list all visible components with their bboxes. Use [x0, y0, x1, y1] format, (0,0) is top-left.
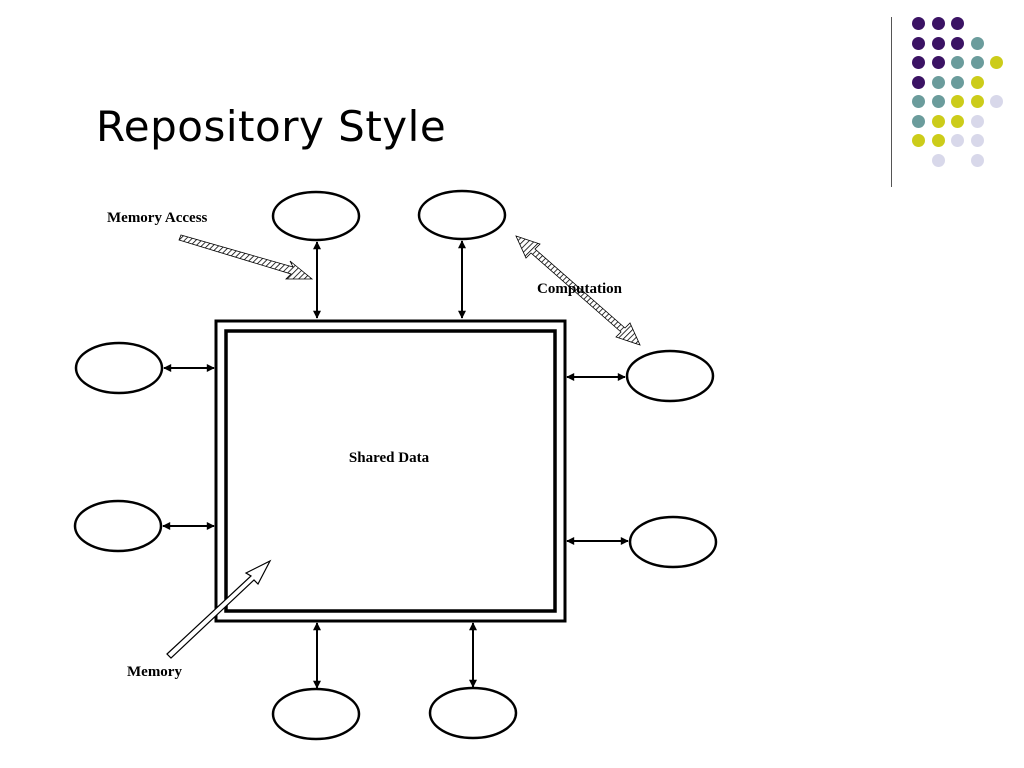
- decorative-dot: [951, 17, 964, 30]
- decorative-dot: [951, 75, 964, 89]
- decorative-dot: [912, 17, 925, 30]
- computation-node-left-lower: [73, 499, 163, 553]
- decorative-dot: [970, 56, 984, 69]
- decorative-dot: [931, 134, 945, 147]
- decorative-dot: [951, 95, 964, 108]
- decorative-dot: [912, 75, 925, 89]
- decorative-dot: [990, 95, 1003, 108]
- shared-data-inner-border: [224, 329, 557, 613]
- decorative-divider-line: [891, 17, 892, 187]
- decorative-dot: [931, 17, 945, 30]
- slide-title: Repository Style: [96, 102, 447, 151]
- decorative-dot: [951, 114, 964, 128]
- computation-node-right-lower: [628, 515, 718, 569]
- decorative-dot: [931, 114, 945, 128]
- decorative-dot: [951, 36, 964, 50]
- computation-node-top-right: [417, 189, 507, 241]
- memory-pointer-arrow: [166, 559, 272, 659]
- computation-node-right-upper: [625, 349, 715, 403]
- memory-label: Memory: [127, 664, 182, 680]
- memory-access-pointer-arrow: [178, 234, 314, 280]
- decorative-dot: [970, 75, 984, 89]
- decorative-dot: [931, 56, 945, 69]
- decorative-dot: [970, 134, 984, 147]
- decorative-dot: [970, 153, 984, 167]
- decorative-dot: [970, 114, 984, 128]
- decorative-dot: [951, 134, 964, 147]
- computation-node-left-upper: [74, 341, 164, 395]
- computation-label: Computation: [537, 281, 623, 297]
- decorative-dot: [912, 114, 925, 128]
- computation-pointer-arrow: [515, 235, 641, 346]
- decorative-dot: [931, 153, 945, 167]
- decorative-dot: [912, 134, 925, 147]
- computation-node-top-left: [271, 190, 361, 242]
- decorative-dot: [931, 36, 945, 50]
- decorative-dot: [951, 56, 964, 69]
- shared-data-outer-border: [214, 319, 567, 623]
- decorative-dot: [931, 95, 945, 108]
- computation-node-bottom-right: [428, 686, 518, 740]
- decorative-dot: [912, 95, 925, 108]
- memory-access-label: Memory Access: [107, 210, 208, 226]
- shared-data-label: Shared Data: [349, 450, 430, 466]
- decorative-dot: [912, 36, 925, 50]
- decorative-dot: [931, 75, 945, 89]
- computation-node-bottom-left: [271, 687, 361, 741]
- decorative-dot: [912, 56, 925, 69]
- decorative-dot: [970, 95, 984, 108]
- decorative-dot: [990, 56, 1003, 69]
- decorative-dot: [970, 36, 984, 50]
